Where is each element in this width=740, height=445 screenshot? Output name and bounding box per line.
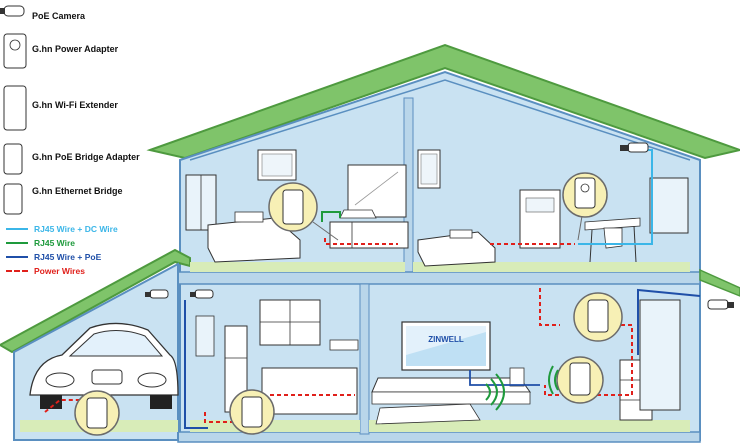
side-roof <box>699 268 740 297</box>
wire-swatch <box>6 256 28 258</box>
legend-label: G.hn Power Adapter <box>32 44 119 54</box>
legend-poe-bridge-adapter: G.hn PoE Bridge Adapter <box>32 152 140 162</box>
wifi-signal-icon <box>485 373 505 411</box>
power-wire-upper-left <box>324 238 398 245</box>
callout-garage <box>74 390 120 436</box>
wire-label: RJ45 Wire <box>34 238 76 248</box>
legend-label: G.hn Wi-Fi Extender <box>32 100 118 110</box>
legend-wire-rj45-poe: RJ45 Wire + PoE <box>6 252 101 262</box>
legend-label: PoE Camera <box>32 11 86 21</box>
poe-camera-garage <box>145 289 169 299</box>
poe-camera-right <box>707 299 734 310</box>
callout-upper-left <box>268 182 339 241</box>
legend-wire-rj45-dc: RJ45 Wire + DC Wire <box>6 224 118 234</box>
poe-bridge-adapter-device-icon <box>241 396 263 428</box>
rj45-poe-wire-tv <box>469 370 540 386</box>
legend-power-adapter: G.hn Power Adapter <box>32 44 118 54</box>
car <box>29 322 179 409</box>
floor-slab <box>177 271 701 285</box>
callout-lower-right-top <box>573 292 623 342</box>
wire-label: RJ45 Wire + DC Wire <box>34 224 118 234</box>
power-wire-lower <box>539 288 560 326</box>
poe-bridge-adapter-icon <box>3 143 23 175</box>
wifi-extender-device-icon <box>587 299 609 333</box>
power-adapter-device-icon <box>574 177 596 209</box>
poe-camera-lower-left <box>190 289 214 299</box>
wifi-extender-device-icon <box>569 362 591 396</box>
rj45-poe-wire-left <box>184 300 208 429</box>
callout-lower-right-bottom <box>548 356 604 404</box>
rj45-wire <box>321 211 341 222</box>
legend-label: G.hn PoE Bridge Adapter <box>32 152 140 162</box>
poe-bridge-adapter-device-icon <box>86 397 108 429</box>
callout-kitchen <box>229 389 275 435</box>
legend-poe-camera: PoE Camera <box>32 11 85 21</box>
callout-upper-right <box>562 172 608 241</box>
wire-label: RJ45 Wire + PoE <box>34 252 102 262</box>
rj45-dc-wire <box>578 149 653 245</box>
legend-wifi-extender: G.hn Wi-Fi Extender <box>32 100 118 110</box>
poe-camera-icon <box>0 5 25 17</box>
wire-label: Power Wires <box>34 266 85 276</box>
ethernet-bridge-icon <box>3 183 23 215</box>
legend-wire-power: Power Wires <box>6 266 85 276</box>
wifi-extender-icon <box>3 85 27 131</box>
wire-swatch <box>6 270 28 272</box>
power-wire-kitchen <box>204 412 235 423</box>
power-adapter-icon <box>3 33 27 69</box>
wifi-extender-device-icon <box>282 189 304 225</box>
wire-swatch <box>6 228 28 230</box>
rj45-poe-wire-right <box>637 288 701 355</box>
legend-wire-rj45: RJ45 Wire <box>6 238 75 248</box>
tv-brand-label: ZINWELL <box>428 335 464 344</box>
wire-swatch <box>6 242 28 244</box>
legend-ethernet-bridge: G.hn Ethernet Bridge <box>32 186 123 196</box>
legend-label: G.hn Ethernet Bridge <box>32 186 123 196</box>
poe-camera-upper-right <box>620 142 649 153</box>
